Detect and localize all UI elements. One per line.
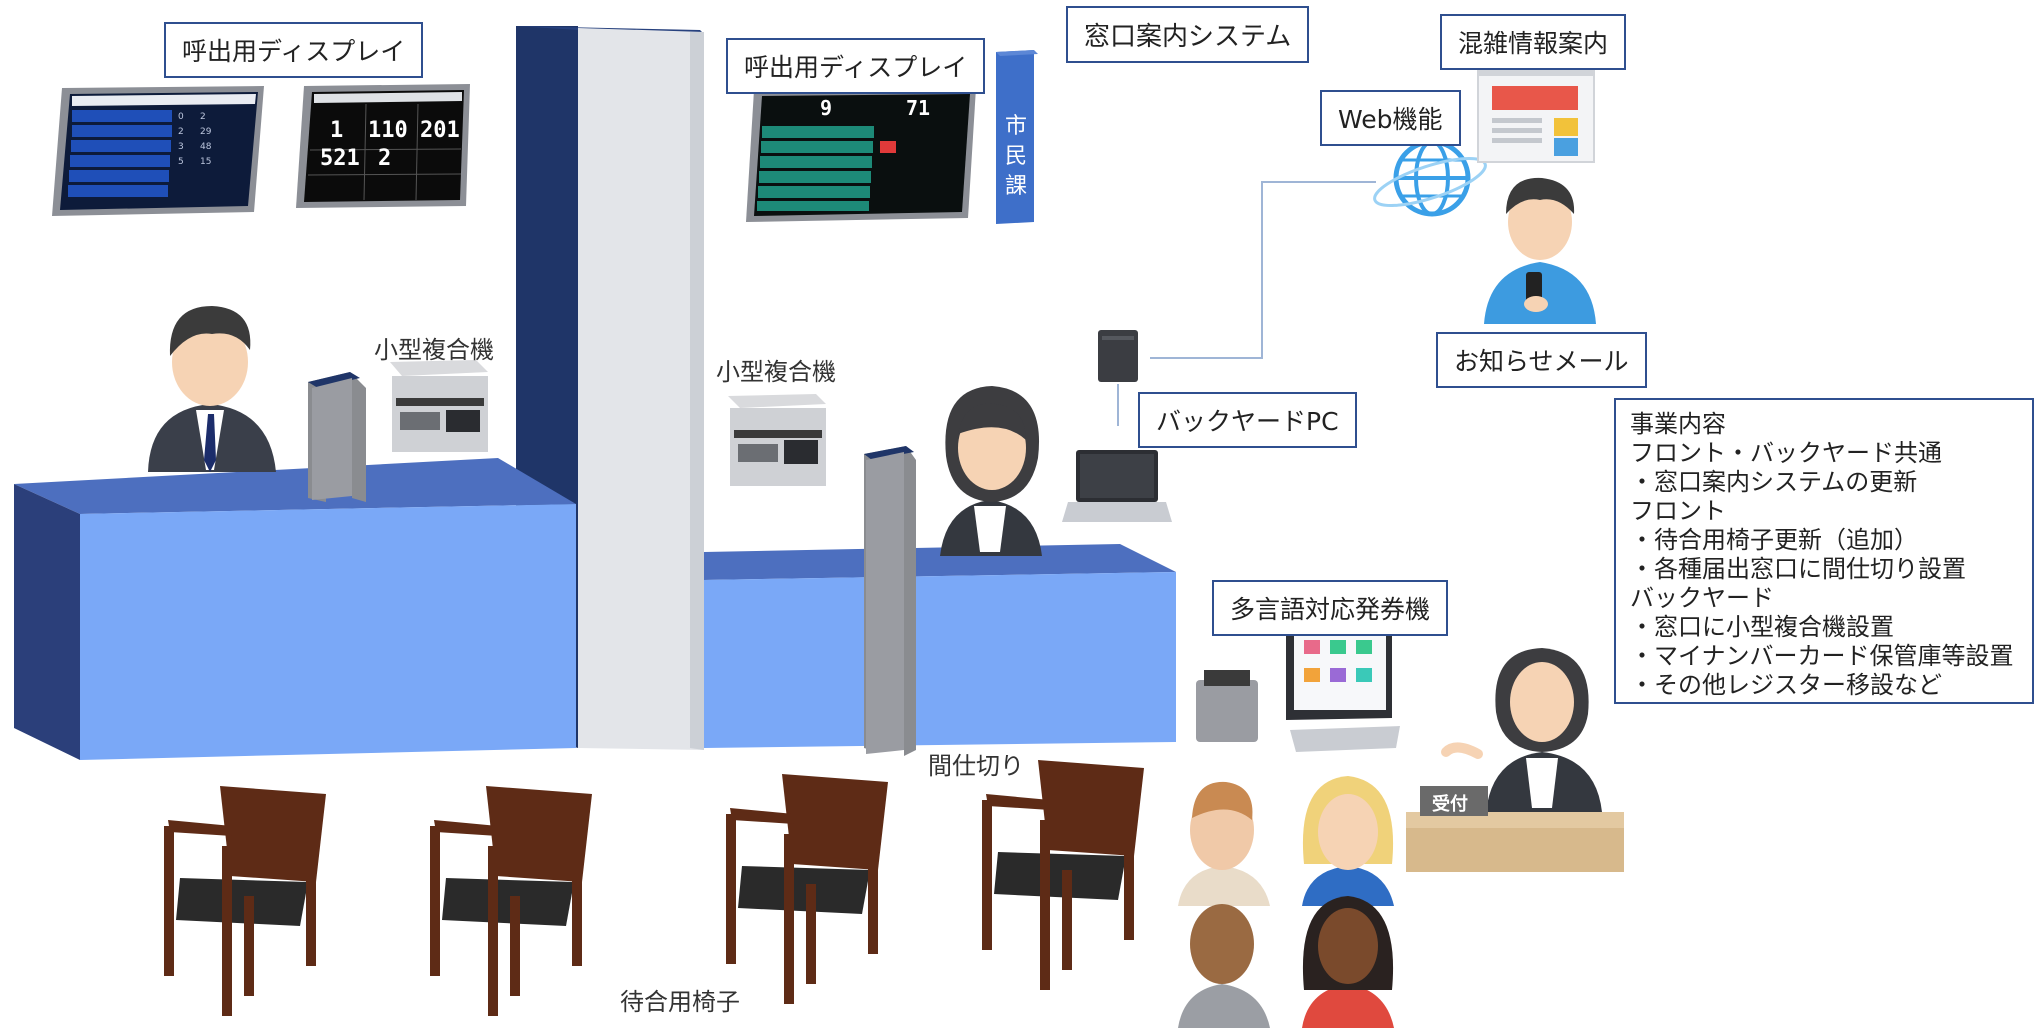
display-left-label: 呼出用ディスプレイ — [164, 22, 424, 78]
summary-line: フロント・バックヤード共通 — [1630, 439, 1942, 467]
board-number: 2 — [378, 146, 392, 171]
summary-line: ・マイナンバーカード保管庫等設置 — [1630, 642, 2014, 670]
svg-text:29: 29 — [200, 127, 212, 137]
counter-right — [704, 544, 1176, 748]
svg-text:3: 3 — [178, 142, 184, 152]
web-function-label: Web機能 — [1320, 90, 1461, 146]
svg-text:2: 2 — [200, 112, 206, 122]
backyard-pc-label: バックヤードPC — [1138, 392, 1357, 448]
division-sign: 市 民 課 — [1002, 112, 1030, 202]
summary-line: ・待合用椅子更新（追加） — [1630, 526, 1918, 554]
congestion-info-label: 混雑情報案内 — [1440, 14, 1627, 70]
division-sign-char: 民 — [1004, 144, 1027, 169]
reception-desk — [1406, 786, 1624, 872]
display-center-label: 呼出用ディスプレイ — [726, 38, 986, 94]
division-sign-plate — [996, 50, 1034, 224]
board-number: 110 — [368, 118, 408, 143]
man-with-phone — [1484, 177, 1596, 324]
svg-text:15: 15 — [200, 157, 211, 167]
summary-line: ・その他レジスター移設など — [1630, 671, 1942, 699]
green-board-header-left: 9 — [820, 96, 833, 120]
partition-left — [312, 378, 352, 500]
summary-line: ・各種届出窓口に間仕切り設置 — [1630, 555, 1966, 583]
browser-window-icon — [1477, 65, 1595, 163]
summary-line: ・窓口に小型複合機設置 — [1630, 613, 1894, 641]
mfp-left-device — [390, 360, 488, 452]
waiting-chairs — [164, 760, 1144, 1016]
summary-line: フロント — [1630, 497, 1726, 525]
chair — [982, 760, 1144, 990]
chair — [164, 786, 326, 1016]
receptionist — [1441, 648, 1602, 812]
network-line — [1150, 181, 1376, 359]
mfp-center-label: 小型複合機 — [716, 358, 836, 386]
notice-mail-label: お知らせメール — [1436, 332, 1647, 388]
summary-line: 事業内容 — [1630, 410, 1726, 438]
summary-line: バックヤード — [1630, 584, 1774, 612]
counter-left — [14, 458, 576, 760]
summary-line: ・窓口案内システムの更新 — [1630, 468, 1918, 496]
svg-text:2: 2 — [178, 127, 184, 137]
waiting-chairs-label: 待合用椅子 — [620, 988, 740, 1016]
partition-center — [866, 452, 904, 754]
board-number: 1 — [330, 118, 344, 143]
reception-sign: 受付 — [1432, 794, 1468, 815]
highlight-cell — [880, 141, 896, 153]
division-sign-char: 課 — [1004, 174, 1027, 199]
clerk-man — [148, 306, 276, 472]
chair — [430, 786, 592, 1016]
mfp-left-label: 小型複合機 — [374, 336, 494, 364]
svg-text:48: 48 — [200, 142, 212, 152]
mfp-center-device — [728, 394, 826, 486]
call-display-board-blue: 0 2 2 29 3 48 5 15 — [52, 86, 264, 216]
svg-text:0: 0 — [178, 112, 184, 122]
project-summary-box: 事業内容 フロント・バックヤード共通 ・窓口案内システムの更新 フロント ・待合… — [1614, 398, 2034, 704]
system-title: 窓口案内システム — [1066, 6, 1310, 63]
backyard-pc-device — [1062, 330, 1172, 522]
call-display-board-numbers — [296, 84, 470, 208]
chair — [726, 774, 888, 1004]
green-board-header-right: 71 — [906, 96, 931, 120]
board-number: 201 — [420, 118, 460, 143]
globe-icon — [1373, 139, 1487, 217]
division-sign-char: 市 — [1004, 114, 1027, 139]
call-display-board-green — [746, 88, 976, 222]
clerk-woman — [940, 386, 1042, 556]
visitors — [1178, 776, 1394, 1028]
svg-text:5: 5 — [178, 157, 184, 167]
ticket-machine-label: 多言語対応発券機 — [1212, 580, 1449, 636]
ticket-machine-device — [1196, 618, 1400, 752]
partition-label: 間仕切り — [928, 752, 1024, 780]
board-number: 521 — [320, 146, 360, 171]
